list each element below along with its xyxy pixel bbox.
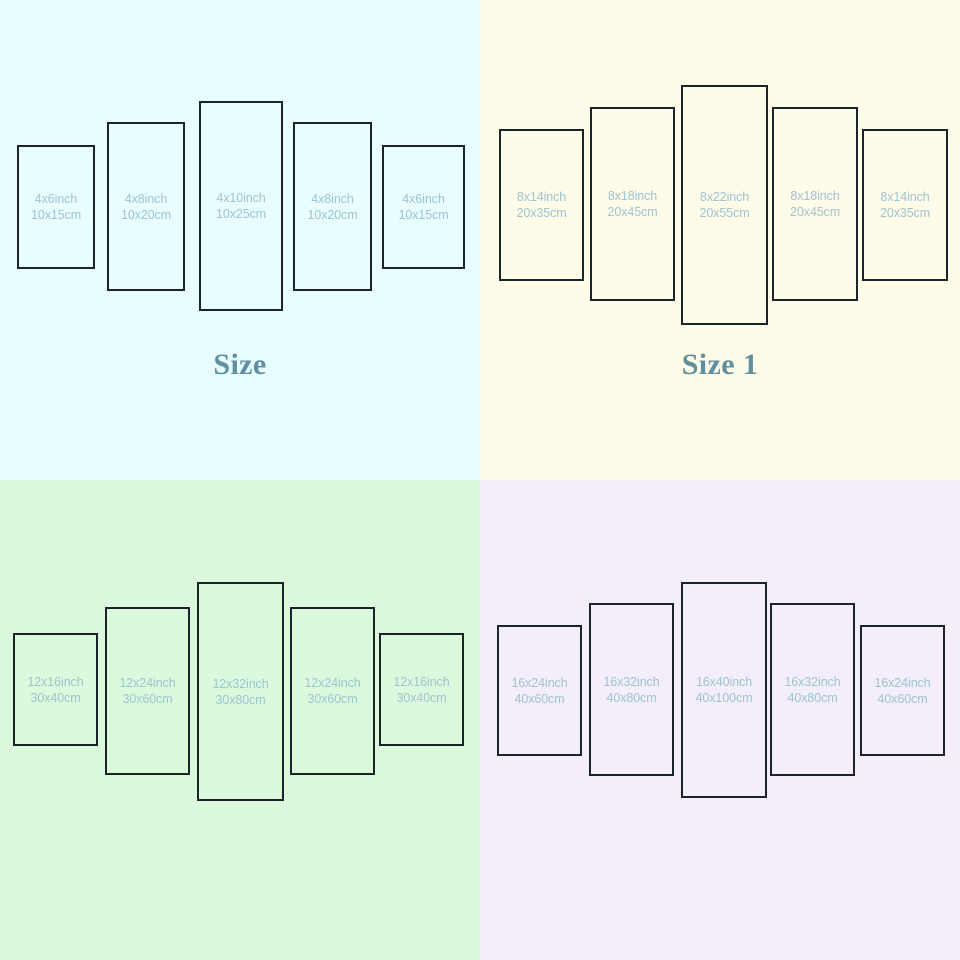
panel-size-metric: 30x60cm bbox=[307, 692, 358, 706]
panel-size-metric: 10x25cm bbox=[215, 207, 267, 221]
canvas-panel: 16x32inch 40x80cm bbox=[770, 603, 855, 776]
canvas-panel: 8x18inch 20x45cm bbox=[590, 107, 675, 301]
canvas-panel: 16x24inch 40x60cm bbox=[860, 625, 945, 756]
panel-size-imperial: 4x6inch bbox=[402, 192, 445, 206]
size-option-size-2[interactable]: 12x16inch 30x40cm 12x24inch 30x60cm 12x3… bbox=[0, 480, 480, 960]
panel-size-label: 16x40inch 40x100cm bbox=[696, 674, 753, 706]
panel-size-label: 12x24inch 30x60cm bbox=[119, 675, 175, 707]
panel-size-label: 16x24inch 40x60cm bbox=[511, 675, 567, 707]
panel-size-imperial: 12x24inch bbox=[304, 676, 361, 690]
size-option-size-1[interactable]: 8x14inch 20x35cm 8x18inch 20x45cm 8x22in… bbox=[480, 0, 960, 480]
canvas-panel: 8x14inch 20x35cm bbox=[499, 129, 584, 281]
panel-size-label: 4x6inch 10x15cm bbox=[31, 191, 81, 223]
panel-size-metric: 10x20cm bbox=[120, 207, 172, 222]
panel-size-label: 16x32inch 40x80cm bbox=[603, 674, 659, 706]
canvas-panel: 12x24inch 30x60cm bbox=[290, 607, 375, 775]
canvas-panel: 12x16inch 30x40cm bbox=[379, 633, 464, 746]
panel-size-label: 8x14inch 20x35cm bbox=[516, 189, 566, 221]
panel-size-label: 12x24inch 30x60cm bbox=[304, 675, 360, 707]
canvas-panel: 4x6inch 10x15cm bbox=[17, 145, 95, 269]
panel-size-imperial: 8x18inch bbox=[790, 189, 840, 203]
panel-size-label: 12x32inch 30x80cm bbox=[212, 676, 268, 708]
panel-size-label: 8x18inch 20x45cm bbox=[790, 188, 840, 220]
canvas-panel: 8x22inch 20x55cm bbox=[681, 85, 768, 325]
size-option-title: Size 1 bbox=[681, 348, 759, 381]
size-option-size[interactable]: 4x6inch 10x15cm 4x8inch 10x20cm 4x10inch… bbox=[0, 0, 480, 480]
panel-size-label: 8x14inch 20x35cm bbox=[880, 189, 930, 221]
canvas-panel: 4x8inch 10x20cm bbox=[107, 122, 185, 291]
panel-size-metric: 40x80cm bbox=[606, 690, 657, 705]
panel-size-label: 4x6inch 10x15cm bbox=[398, 191, 448, 223]
canvas-panel: 4x10inch 10x25cm bbox=[199, 101, 283, 311]
size-option-size-3[interactable]: 16x24inch 40x60cm 16x32inch 40x80cm 16x4… bbox=[480, 480, 960, 960]
canvas-panel: 16x32inch 40x80cm bbox=[589, 603, 674, 776]
canvas-panel: 12x24inch 30x60cm bbox=[105, 607, 190, 775]
canvas-panel: 4x8inch 10x20cm bbox=[293, 122, 372, 291]
panel-size-metric: 30x80cm bbox=[215, 692, 266, 707]
panel-size-label: 8x18inch 20x45cm bbox=[607, 188, 657, 220]
panel-size-imperial: 8x14inch bbox=[516, 190, 567, 204]
canvas-panel: 12x32inch 30x80cm bbox=[197, 582, 284, 801]
canvas-panel: 16x24inch 40x60cm bbox=[497, 625, 582, 756]
panel-size-metric: 10x15cm bbox=[30, 208, 82, 222]
panel-cluster: 4x6inch 10x15cm 4x8inch 10x20cm 4x10inch… bbox=[0, 0, 480, 480]
panel-size-imperial: 8x18inch bbox=[607, 189, 658, 203]
panel-size-imperial: 8x22inch bbox=[699, 190, 750, 204]
panel-size-metric: 40x80cm bbox=[787, 690, 838, 705]
panel-size-metric: 20x45cm bbox=[607, 205, 658, 219]
panel-size-imperial: 16x24inch bbox=[511, 675, 568, 690]
size-option-title: Size bbox=[213, 348, 267, 381]
panel-size-metric: 20x45cm bbox=[789, 205, 841, 219]
panel-size-label: 4x10inch 10x25cm bbox=[216, 190, 266, 222]
panel-size-imperial: 16x24inch bbox=[874, 675, 931, 690]
panel-size-label: 12x16inch 30x40cm bbox=[393, 674, 449, 706]
canvas-panel: 16x40inch 40x100cm bbox=[681, 582, 767, 798]
panel-size-metric: 20x35cm bbox=[516, 206, 567, 220]
panel-size-imperial: 16x32inch bbox=[784, 674, 841, 689]
panel-size-label: 4x8inch 10x20cm bbox=[121, 191, 171, 223]
panel-size-metric: 30x40cm bbox=[30, 690, 81, 705]
panel-size-metric: 30x60cm bbox=[122, 692, 173, 706]
panel-size-label: 4x8inch 10x20cm bbox=[307, 191, 357, 223]
panel-cluster: 16x24inch 40x60cm 16x32inch 40x80cm 16x4… bbox=[480, 480, 960, 960]
panel-size-metric: 20x55cm bbox=[699, 206, 750, 220]
panel-size-imperial: 12x32inch bbox=[212, 676, 269, 691]
panel-size-imperial: 8x14inch bbox=[880, 190, 930, 204]
panel-size-label: 16x24inch 40x60cm bbox=[874, 675, 930, 707]
panel-size-imperial: 4x8inch bbox=[124, 191, 168, 206]
panel-size-label: 8x22inch 20x55cm bbox=[699, 189, 749, 221]
panel-size-metric: 10x15cm bbox=[398, 208, 449, 222]
panel-cluster: 8x14inch 20x35cm 8x18inch 20x45cm 8x22in… bbox=[480, 0, 960, 480]
canvas-panel: 12x16inch 30x40cm bbox=[13, 633, 98, 746]
panel-size-imperial: 4x10inch bbox=[216, 191, 266, 205]
panel-cluster: 12x16inch 30x40cm 12x24inch 30x60cm 12x3… bbox=[0, 480, 480, 960]
canvas-panel: 8x18inch 20x45cm bbox=[772, 107, 858, 301]
panel-size-label: 12x16inch 30x40cm bbox=[27, 674, 83, 706]
canvas-panel: 8x14inch 20x35cm bbox=[862, 129, 948, 281]
panel-size-metric: 40x60cm bbox=[514, 691, 565, 706]
panel-size-imperial: 4x6inch bbox=[34, 192, 78, 206]
panel-size-imperial: 12x16inch bbox=[27, 674, 84, 689]
panel-size-imperial: 4x8inch bbox=[311, 191, 354, 206]
panel-size-metric: 10x20cm bbox=[307, 207, 358, 222]
panel-size-label: 16x32inch 40x80cm bbox=[784, 674, 840, 706]
panel-size-imperial: 12x16inch bbox=[393, 674, 450, 689]
panel-size-metric: 30x40cm bbox=[396, 690, 447, 705]
panel-size-imperial: 16x32inch bbox=[603, 674, 660, 689]
panel-size-imperial: 16x40inch bbox=[695, 675, 753, 689]
panel-size-imperial: 12x24inch bbox=[119, 676, 176, 690]
canvas-panel: 4x6inch 10x15cm bbox=[382, 145, 465, 269]
panel-size-metric: 40x100cm bbox=[695, 691, 753, 705]
panel-size-metric: 20x35cm bbox=[879, 206, 931, 220]
panel-size-metric: 40x60cm bbox=[877, 691, 928, 706]
